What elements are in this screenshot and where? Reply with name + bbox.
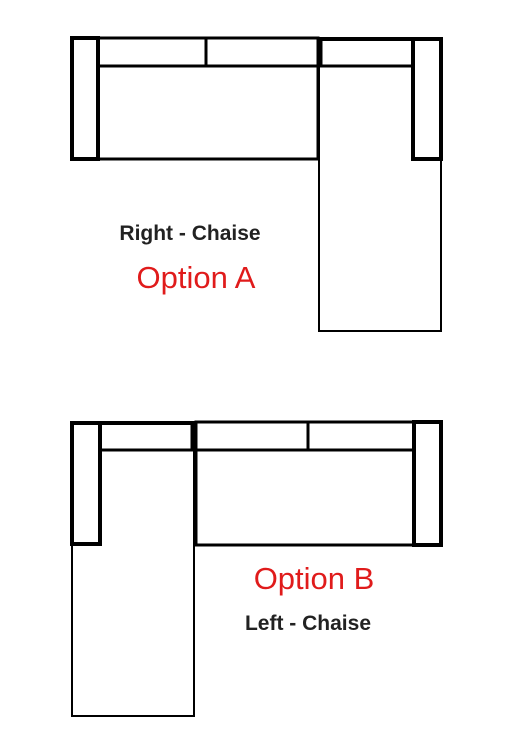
sofa-b-left-arm	[70, 421, 102, 546]
option-a-type-label: Right - Chaise	[119, 222, 261, 245]
option-b-type-label: Left - Chaise	[244, 612, 372, 635]
sofa-b-main-body	[194, 420, 443, 547]
sofa-a-back-cushion-1	[96, 36, 208, 68]
sofa-b-chaise	[71, 421, 195, 717]
sofa-a-left-arm	[70, 36, 100, 161]
sofa-a-main-body	[70, 36, 320, 161]
sofa-b-back-cushion-2	[306, 420, 416, 452]
sofa-option-a	[70, 36, 443, 332]
sofa-b-right-arm	[412, 420, 443, 547]
sofa-b-chaise-back-cushion	[98, 421, 194, 452]
sofa-a-back-cushion-2	[204, 36, 320, 68]
sofa-a-chaise-back-cushion	[319, 37, 415, 68]
sofa-a-right-arm	[411, 37, 443, 161]
sofa-option-b	[70, 420, 443, 717]
sofa-a-chaise	[318, 37, 442, 332]
sofa-b-back-cushion-1	[194, 420, 310, 452]
option-a-label: Option A	[136, 260, 256, 295]
option-b-label: Option B	[253, 561, 375, 596]
